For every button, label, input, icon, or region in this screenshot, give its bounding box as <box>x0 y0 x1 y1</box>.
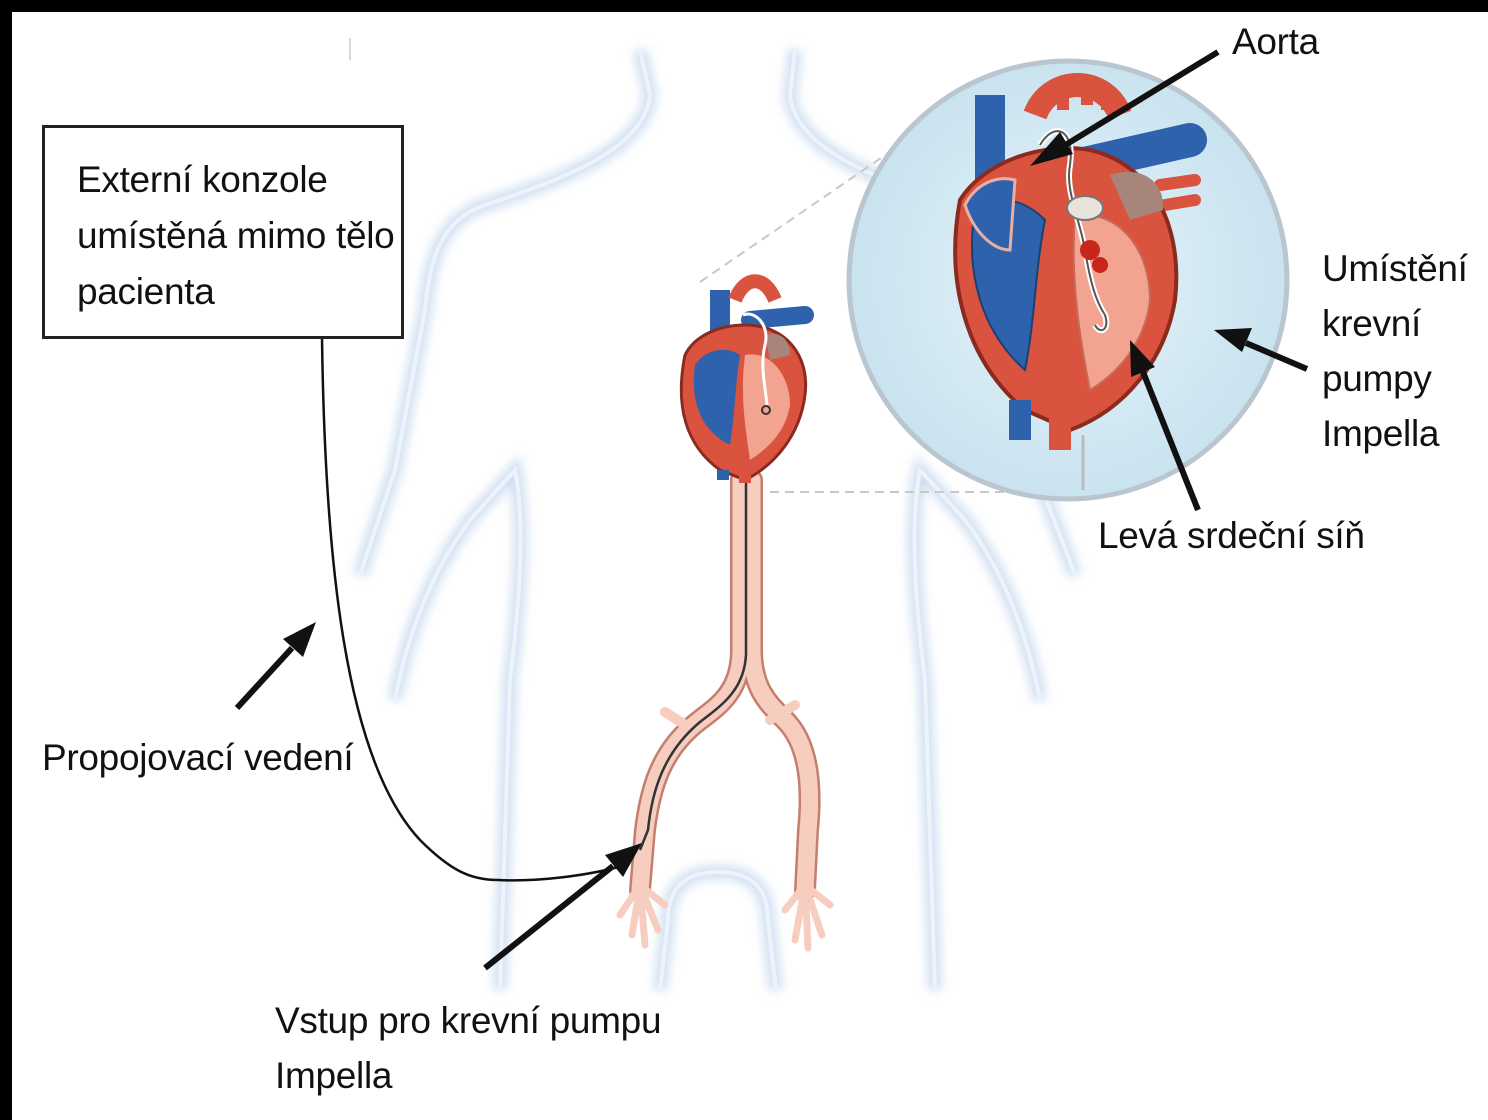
small-heart <box>681 281 805 483</box>
connecting-line-label: Propojovací vedení <box>42 730 353 785</box>
console-label: Externí konzole umístěná mimo tělo pacie… <box>77 152 394 320</box>
external-console-box: Externí konzole umístěná mimo tělo pacie… <box>42 125 404 339</box>
pump-location-label: Umístění krevní pumpy Impella <box>1322 241 1468 461</box>
pump-entry-label: Vstup pro krevní pumpu Impella <box>275 993 661 1103</box>
left-atrium-label: Levá srdeční síň <box>1098 508 1365 563</box>
connecting-cable <box>322 338 622 880</box>
arrow-connecting-line <box>237 622 316 708</box>
zoomed-heart-view <box>849 61 1287 499</box>
aorta-label: Aorta <box>1232 14 1319 69</box>
